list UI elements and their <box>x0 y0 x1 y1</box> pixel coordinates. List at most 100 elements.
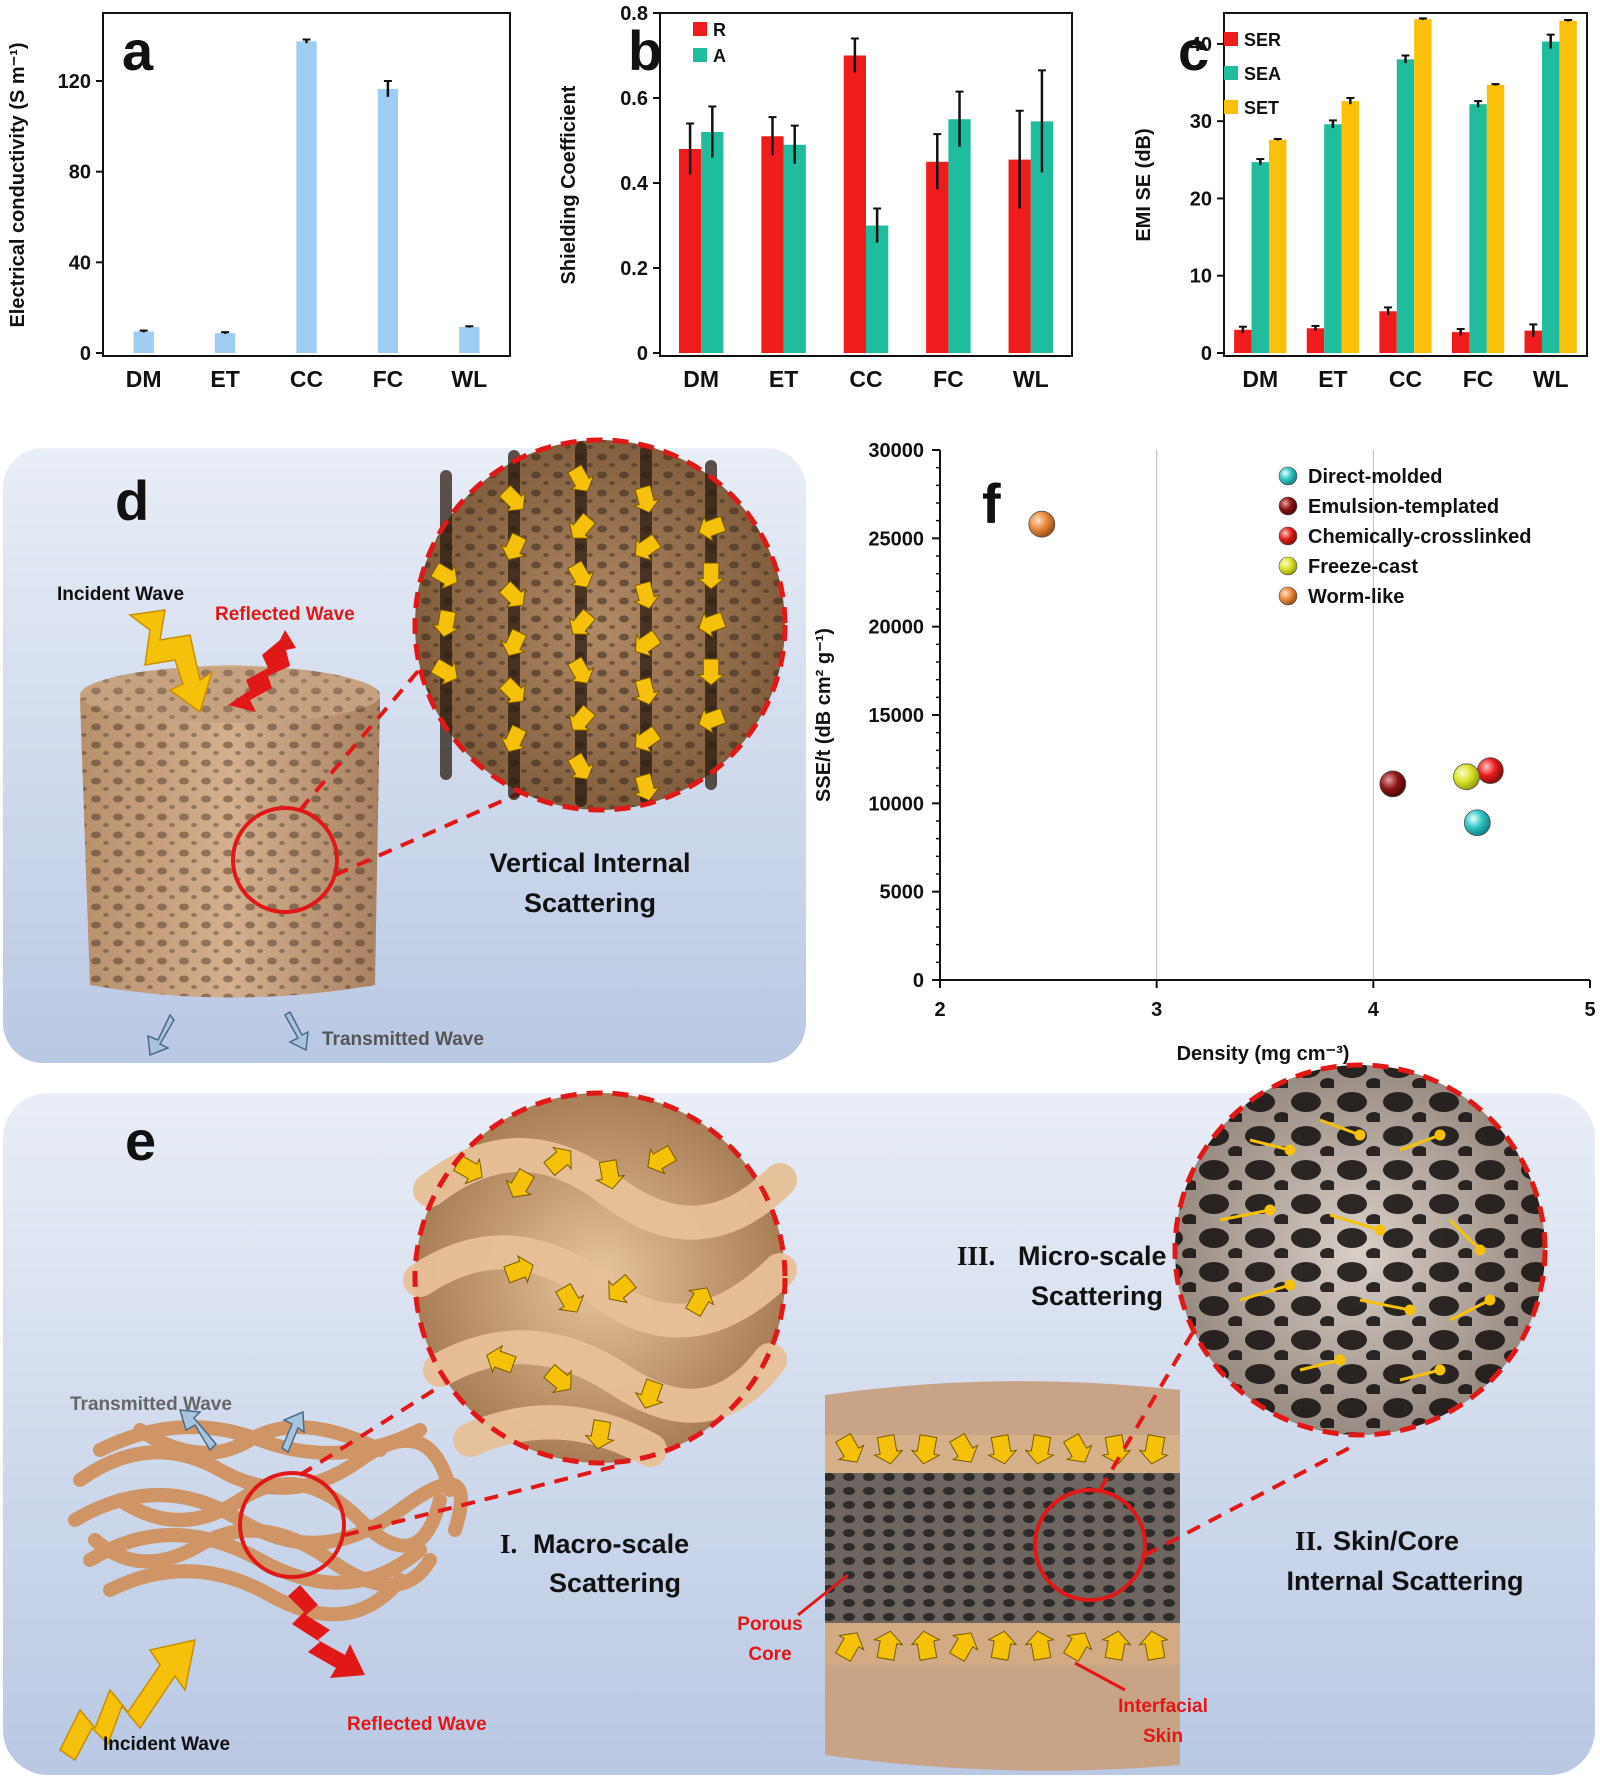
micro-arrow-head <box>1484 1294 1496 1306</box>
y-tick-label: 80 <box>69 162 91 184</box>
scattering-arrow-icon <box>1138 1434 1169 1465</box>
category-label: DM <box>1242 366 1278 392</box>
bar-fc-a <box>948 119 971 353</box>
micro-scattering-arrow-icon <box>1329 1213 1381 1232</box>
transmitted-wave-arrow-e2 <box>281 1410 305 1454</box>
scattering-arrow-icon <box>568 608 597 635</box>
y-tick-label: 120 <box>58 71 91 93</box>
bar-et-r <box>761 136 784 353</box>
scattering-arrow-icon <box>632 484 661 514</box>
legend-label: Direct-molded <box>1308 466 1442 488</box>
worm-foam-image <box>68 1420 468 1622</box>
x-axis-label-f: Density (mg cm⁻³) <box>1177 1043 1350 1065</box>
bar-et-ser <box>1306 328 1325 353</box>
y-tick-label: 25000 <box>868 528 924 550</box>
bars-a <box>133 38 480 353</box>
micro-scale-label-line2: Scattering <box>1031 1281 1163 1311</box>
scattering-arrow-icon <box>498 580 526 608</box>
category-label: DM <box>126 366 162 392</box>
micro-arrow-head <box>1284 1279 1296 1291</box>
category-label: FC <box>373 366 404 392</box>
scattering-arrow-icon <box>685 1287 715 1318</box>
y-tick-label: 0 <box>1201 343 1212 365</box>
y-tick-label: 0.6 <box>620 88 648 110</box>
y-axis-label-c: EMI SE (dB) <box>1133 128 1155 241</box>
micro-arrow-head <box>1434 1364 1446 1376</box>
micro-arrow-head <box>1474 1244 1486 1256</box>
scattering-arrow-icon <box>498 484 526 512</box>
bar-wl-a <box>1030 121 1054 353</box>
scattering-arrow-icon <box>567 752 595 780</box>
scattering-arrow-icon <box>608 1273 637 1304</box>
grid-f <box>1156 450 1374 980</box>
points-f <box>1028 510 1504 837</box>
reflected-wave-arrow-d <box>228 630 296 712</box>
incident-wave-label-e: Incident Wave <box>103 1734 230 1755</box>
category-label: WL <box>451 366 487 392</box>
legend-swatch-sea <box>1224 66 1238 80</box>
interfacial-skin-label-line1: Interfacial <box>1118 1696 1208 1717</box>
point-worm-like <box>1028 510 1056 538</box>
micro-scattering-arrow-icon <box>1449 1298 1491 1322</box>
y-tick-label: 0 <box>80 343 91 365</box>
transmitted-wave-label-e: Transmitted Wave <box>70 1394 232 1415</box>
scattering-arrow-icon <box>500 724 528 753</box>
micro-scattering-arrow-icon <box>1359 1298 1411 1312</box>
zoom-region-marker-core <box>1033 1488 1147 1602</box>
scattering-arrow-icon <box>430 658 458 686</box>
category-label: FC <box>933 366 964 392</box>
scattering-arrow-icon <box>910 1434 941 1465</box>
x-tick-label: 2 <box>934 999 945 1021</box>
legend-marker <box>1278 586 1298 606</box>
scattering-arrow-icon <box>543 1363 572 1394</box>
legend-label-r: R <box>713 20 726 40</box>
y-tick-label: 0.8 <box>620 3 648 25</box>
scattering-arrow-icon <box>1101 1630 1132 1661</box>
bar-fc-ser <box>1451 332 1470 353</box>
macro-scale-label-line1: Macro-scale <box>533 1529 689 1559</box>
interfacial-skin-label-line2: Skin <box>1143 1726 1183 1747</box>
y-tick-label: 40 <box>69 252 91 274</box>
scattering-arrow-icon <box>949 1432 979 1463</box>
skin-core-label-line2: Internal Scattering <box>1286 1566 1523 1596</box>
category-label: ET <box>1318 366 1347 392</box>
category-label: FC <box>1463 366 1494 392</box>
bar-dm-ser <box>1234 329 1252 353</box>
zoom-region-marker-e <box>238 1471 346 1579</box>
scattering-arrow-icon <box>696 658 726 686</box>
scattering-arrow-icon <box>584 1419 615 1450</box>
transmitted-wave-label-d: Transmitted Wave <box>322 1029 484 1050</box>
scattering-arrow-icon <box>632 676 661 706</box>
category-label: WL <box>1013 366 1049 392</box>
bar-cc-a <box>866 225 889 353</box>
micro-arrow-head <box>1334 1354 1346 1366</box>
scattering-arrow-icon <box>431 609 460 638</box>
scattering-arrow-icon <box>1063 1632 1093 1663</box>
skin-core-label-line1: Skin/Core <box>1333 1526 1459 1556</box>
legend-swatch-a <box>693 48 707 62</box>
y-tick-label: 0 <box>913 970 924 992</box>
scattering-arrow-icon <box>503 1254 534 1284</box>
macro-roman-numeral: I. <box>500 1529 517 1559</box>
porous-core-label-line2: Core <box>748 1644 791 1665</box>
bars-b <box>678 37 1054 353</box>
micro-scattering-arrow-icon <box>1239 1283 1291 1302</box>
incident-wave-arrow-d <box>128 609 214 714</box>
micro-scattering-arrow-icon <box>1448 1218 1482 1252</box>
bar-et <box>214 333 236 353</box>
panel-letter-d: d <box>115 469 149 532</box>
scattering-arrow-icon <box>634 1378 664 1409</box>
bar-fc-r <box>926 161 949 353</box>
panel-e: e <box>3 1062 1595 1775</box>
micro-scattering-arrow-icon <box>1219 1208 1271 1222</box>
legend-b: R A <box>693 20 726 66</box>
y-axis-label-b: Shielding Coefficient <box>558 85 580 284</box>
y-tick-label: 30000 <box>868 440 924 462</box>
y-tick-label: 0.2 <box>620 258 648 280</box>
scattering-arrow-icon <box>567 656 595 684</box>
scattering-arrow-icon <box>500 532 528 561</box>
